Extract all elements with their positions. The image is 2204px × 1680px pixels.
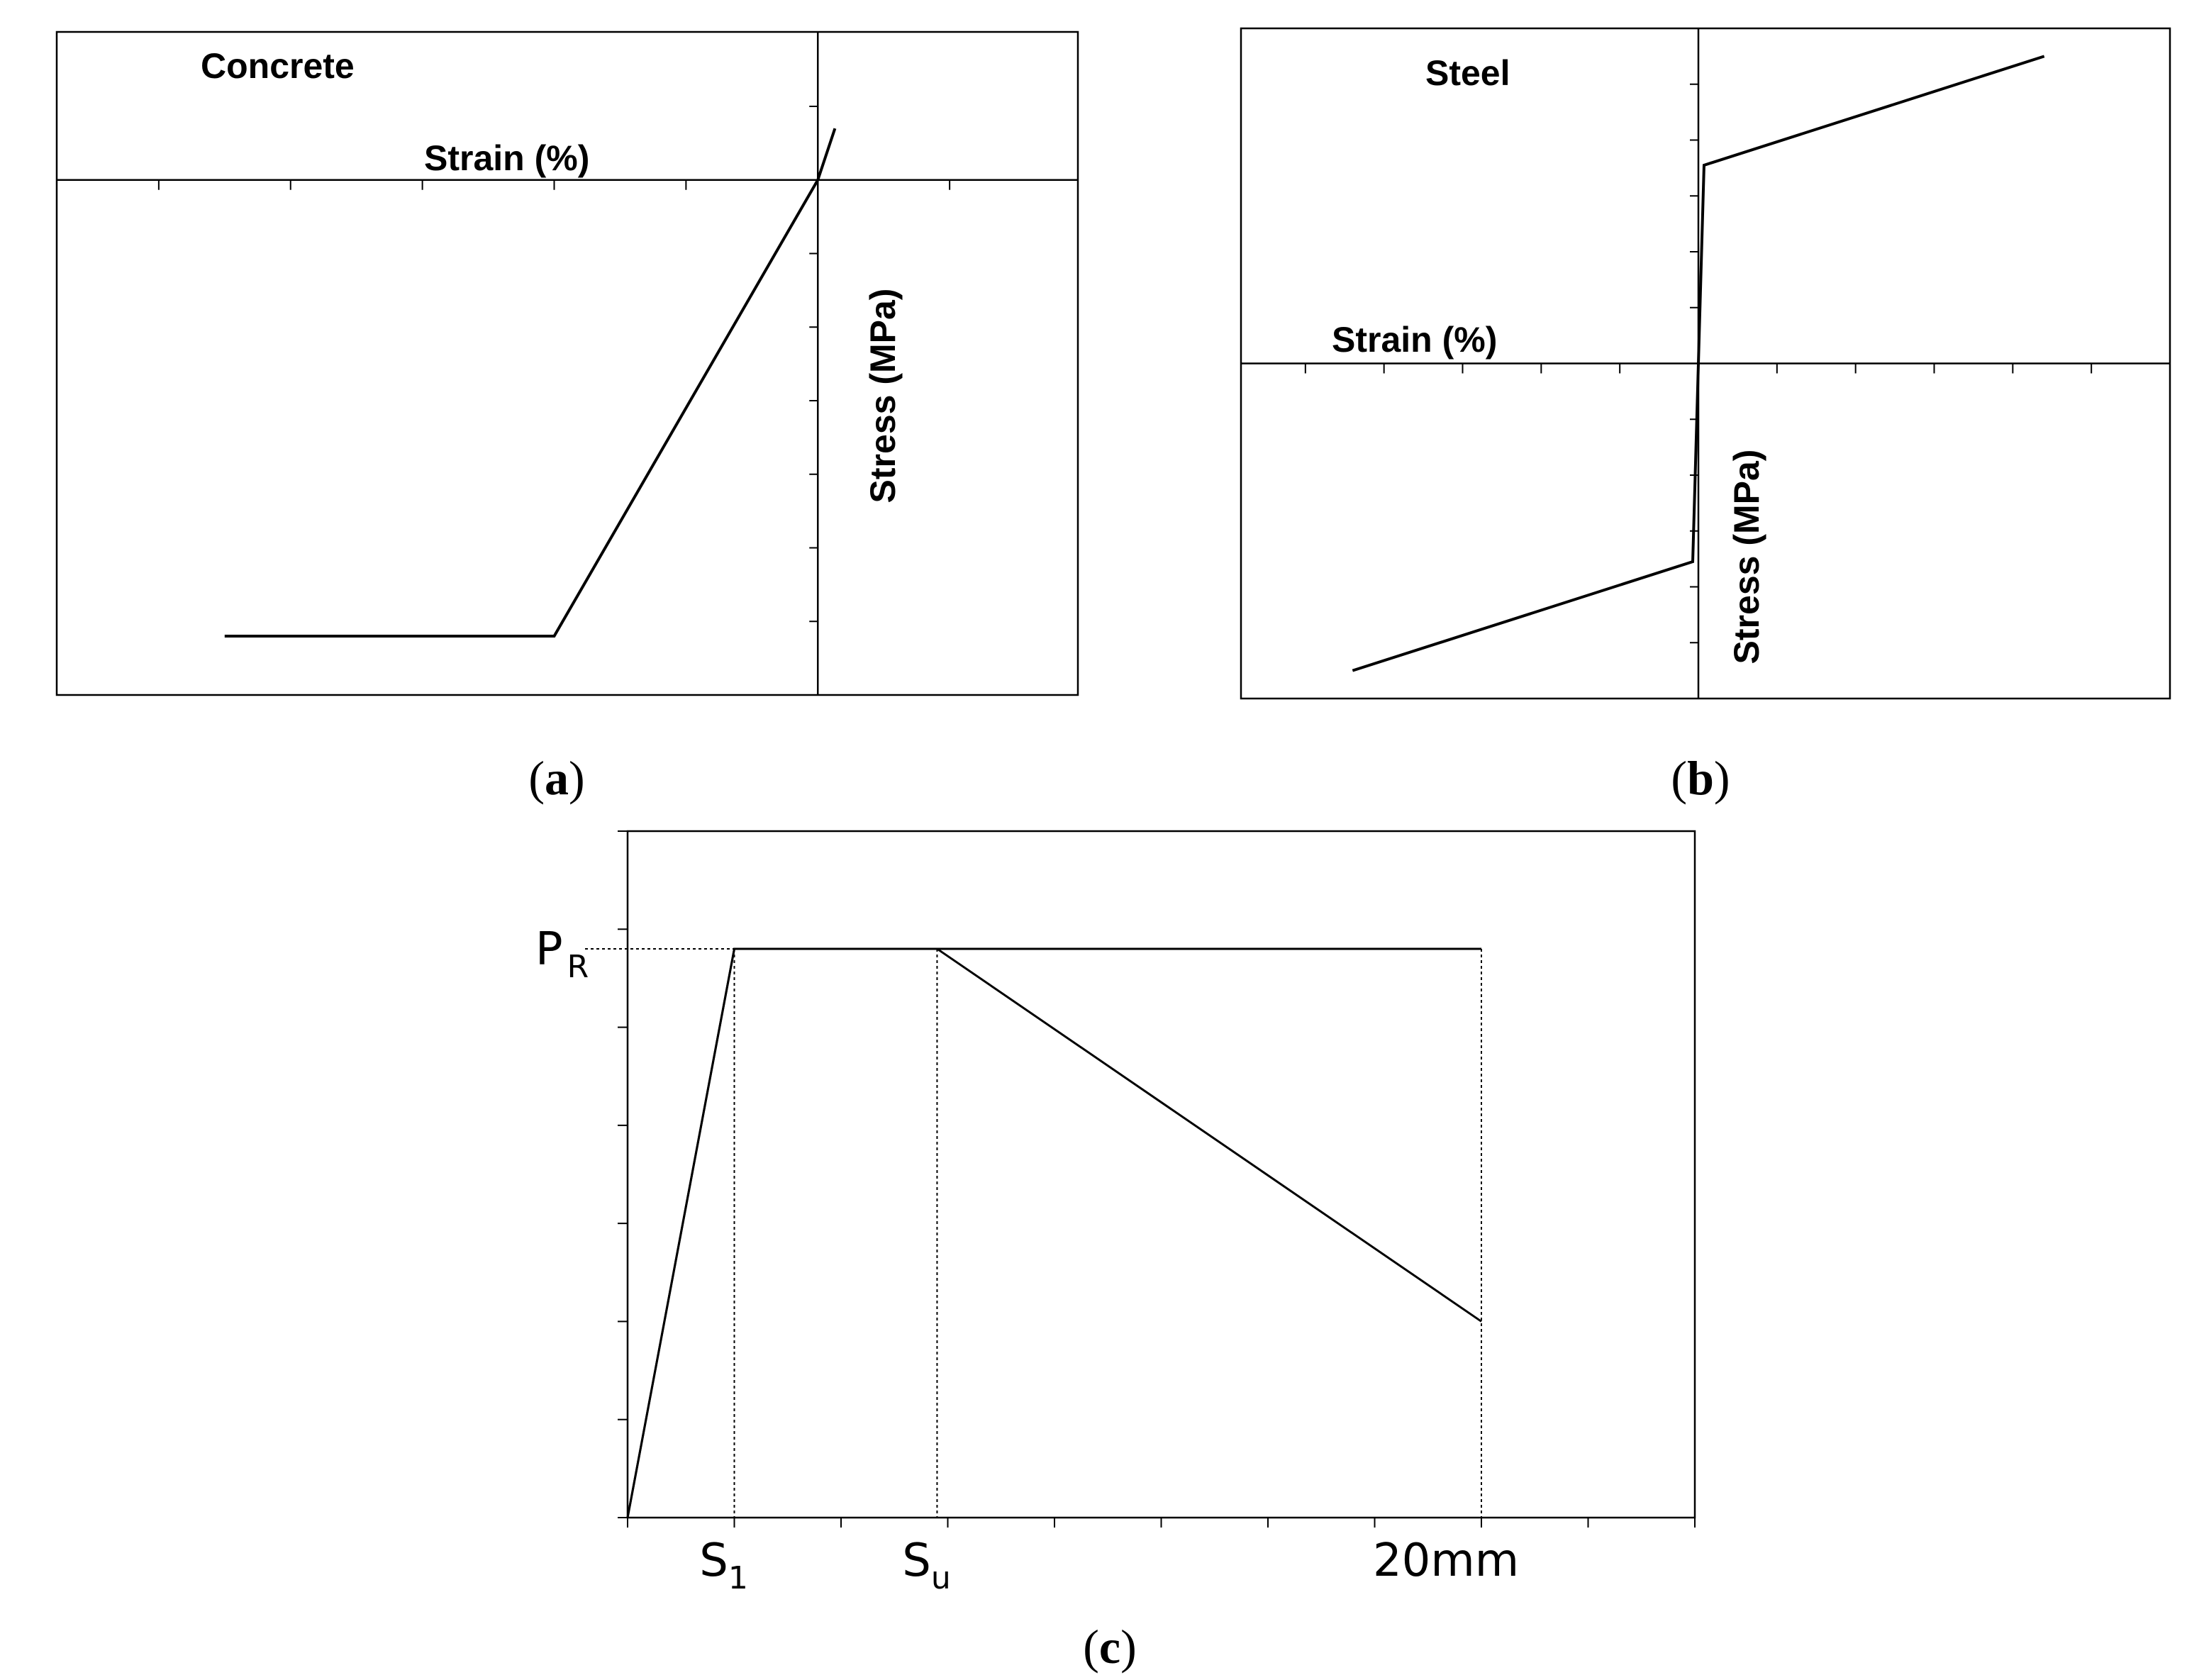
plot-frame-c [626, 830, 1696, 1519]
y-axis-label-b: Stress (MPa) [1727, 450, 1766, 664]
x-axis-label-a: Strain (%) [424, 138, 589, 178]
caption-a: (a) [528, 751, 584, 805]
x-tick-label-c: S1 [699, 1535, 748, 1596]
stress-strain-line-steel [1352, 55, 2045, 672]
chart-title-steel: Steel [1425, 53, 1510, 93]
chart-title-concrete: Concrete [201, 46, 355, 86]
y-value-label-subscript: R [567, 949, 589, 985]
x-tick-label-c: 20mm [1373, 1535, 1519, 1587]
caption-b: (b) [1671, 751, 1730, 805]
x-tick-label-c: Su [902, 1535, 951, 1596]
y-axis-label-a: Stress (MPa) [863, 289, 903, 504]
x-tick-label-main: S [699, 1535, 728, 1587]
stress-strain-line-concrete [224, 128, 837, 638]
x-tick-label-main: S [902, 1535, 931, 1587]
plot-frame-a [55, 30, 1079, 696]
x-tick-label-main: 20mm [1373, 1535, 1519, 1587]
caption-c: (c) [1083, 1620, 1137, 1674]
load-slip-line-rs [626, 947, 1482, 1518]
x-axis-label-b: Strain (%) [1332, 320, 1497, 360]
x-tick-label-subscript: u [931, 1560, 951, 1596]
panel-b-steel-chart: Steel Strain (%) Stress (MPa) (b) [1240, 27, 2171, 805]
panel-a-concrete-chart: Concrete Strain (%) Stress (MPa) (a) [55, 30, 1079, 805]
x-tick-label-subscript: 1 [728, 1560, 748, 1596]
y-value-label-main: P [535, 923, 563, 976]
